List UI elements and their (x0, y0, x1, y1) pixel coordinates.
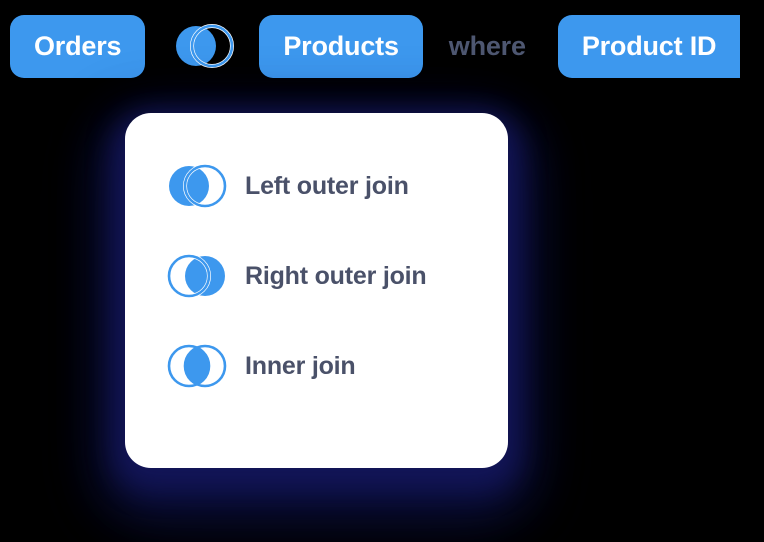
join-type-button[interactable] (173, 15, 235, 78)
join-option-inner[interactable]: Inner join (125, 337, 508, 395)
join-condition-pill[interactable]: Product ID (557, 14, 741, 78)
inner-join-venn-icon (167, 344, 227, 388)
join-option-label: Right outer join (245, 261, 427, 290)
left-outer-join-venn-icon (176, 24, 235, 68)
join-option-right-outer[interactable]: Right outer join (125, 247, 508, 305)
join-expression-bar: Orders Products where Product ID (0, 0, 764, 92)
right-outer-join-venn-icon (167, 254, 225, 298)
join-type-dropdown: Left outer join Right outer join Inner j… (125, 113, 508, 468)
join-option-label: Inner join (245, 351, 356, 380)
left-table-pill[interactable]: Orders (10, 14, 146, 78)
where-keyword: where (448, 30, 526, 61)
join-option-label: Left outer join (245, 171, 409, 200)
join-option-left-outer[interactable]: Left outer join (125, 157, 508, 215)
left-outer-join-venn-icon (169, 164, 227, 208)
right-table-pill[interactable]: Products (259, 14, 423, 78)
